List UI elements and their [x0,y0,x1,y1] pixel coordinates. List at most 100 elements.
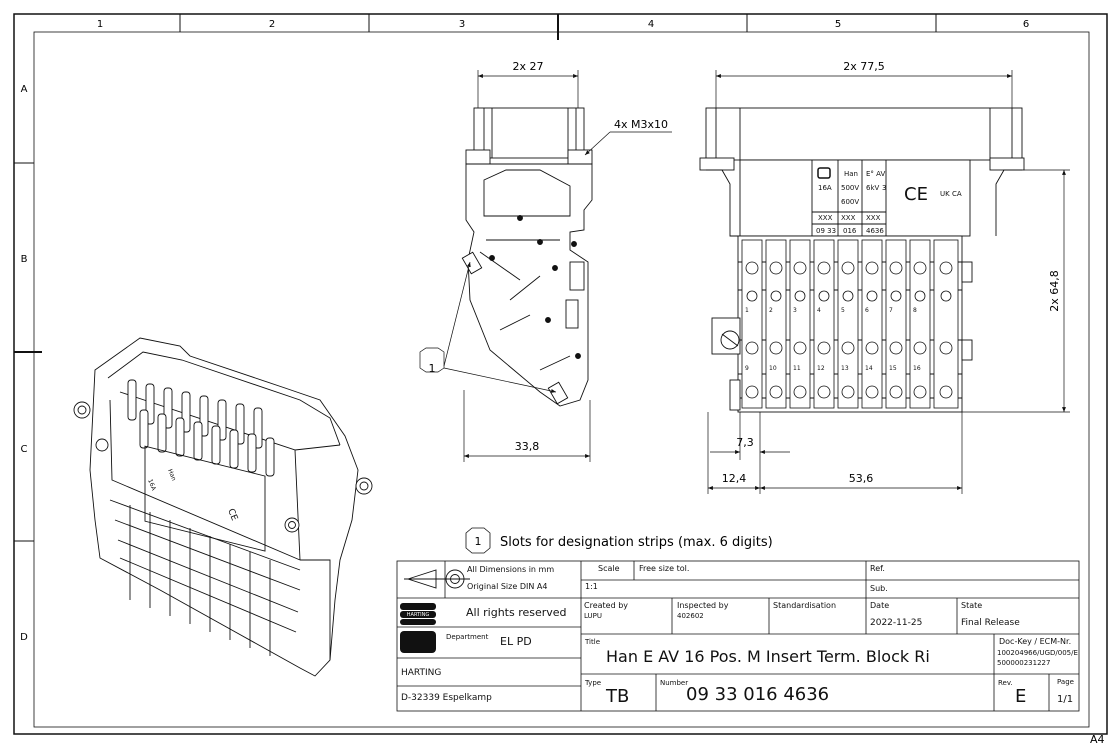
dimension-screw-leader [584,131,672,156]
state-value: Final Release [961,618,1020,628]
column-label: 6 [1023,19,1029,30]
date-value: 2022-11-25 [870,618,923,628]
dim-text-offset-small: 7,3 [736,436,754,449]
frame-column-labels: 1 2 3 4 5 6 [97,19,1029,30]
scale-label: Scale [598,564,620,573]
terminal-number: 16 [913,365,921,372]
terminal-number: 7 [889,307,893,314]
rev-value: E [1015,686,1027,707]
terminal-number: 9 [745,365,749,372]
terminal-number: 12 [817,365,825,372]
terminal-number: 5 [841,307,845,314]
drawing-frame [13,13,1108,735]
sheet-format: A4 [1090,733,1105,746]
rev-label: Rev. [998,679,1013,687]
terminal-column [861,239,883,409]
dimension-top-width-left [477,70,579,108]
harting-logo-text: HARTING [407,612,430,618]
drawing-title: Han E AV 16 Pos. M Insert Term. Block Ri [606,647,930,666]
callout-note-text: Slots for designation strips (max. 6 dig… [500,535,773,550]
tolerance-text: Free size tol. [639,564,690,573]
dimension-side-width [463,390,591,462]
dim-text-top-width-right: 2x 77,5 [843,60,885,73]
column-label: 1 [97,19,103,30]
terminal-column [789,239,811,409]
label-current: 16A [818,184,832,192]
callout-marker-number: 1 [429,362,436,375]
doc-key-value-2: 500000231227 [997,659,1051,667]
created-by-value: LUPU [584,612,603,620]
column-label: 5 [835,19,841,30]
callout-marker [419,261,557,393]
iso-brand-label: Han [166,468,177,482]
doc-key-label: Doc-Key / ECM-Nr. [999,637,1072,646]
frame-row-labels: A B C D [20,84,28,643]
label-number-1: 09 33 [816,227,836,235]
terminal-number: 11 [793,365,801,372]
terminal-number: 1 [745,307,749,314]
terminal-number: 14 [865,365,873,372]
label-pollution: 3 [882,184,886,192]
label-code-3: XXX [866,214,881,222]
label-ce-mark: CE [904,184,928,205]
row-label: B [21,254,28,265]
page-label: Page [1057,678,1074,686]
terminal-column [765,239,787,409]
terminal-number: 13 [841,365,849,372]
terminal-number: 3 [793,307,797,314]
type-label: Type [585,679,602,687]
label-code-2: XXX [841,214,856,222]
terminal-column [813,239,835,409]
dim-text-top-width-left: 2x 27 [512,60,543,73]
side-view [461,107,593,407]
dim-text-height-right: 2x 64,8 [1048,270,1061,312]
terminal-number: 4 [817,307,821,314]
page-value: 1/1 [1057,694,1074,705]
title-label: Title [585,638,601,646]
date-label: Date [870,601,890,610]
sub-label: Sub. [870,584,888,593]
company-address: D-32339 Espelkamp [401,693,492,703]
scale-value: 1:1 [585,582,598,591]
title-block-grid [396,560,1080,712]
dimension-offset-small [710,412,790,460]
row-label: C [21,444,28,455]
label-voltage-1: 500V [841,184,859,192]
callout-note-number: 1 [475,535,482,548]
dim-text-screws: 4x M3x10 [614,118,668,131]
ref-label: Ref. [870,564,885,573]
dim-text-offset-left: 12,4 [722,472,747,485]
column-label: 3 [459,19,465,30]
terminal-number: 6 [865,307,869,314]
label-number-2: 016 [843,227,857,235]
front-terminal-columns [741,239,959,409]
callout-note [465,527,491,554]
department-value: EL PD [500,635,532,648]
created-by-label: Created by [584,601,629,610]
inspected-by-value: 402602 [677,612,704,620]
dim-text-side-width: 33,8 [515,440,540,453]
size-note: Original Size DIN A4 [467,582,548,591]
dimension-height-right [962,169,1070,413]
iso-current-label: 16A [146,478,157,492]
terminal-number: 2 [769,307,773,314]
label-brand: Han [844,170,858,178]
type-value: TB [606,686,630,707]
column-label: 2 [269,19,275,30]
terminal-column [909,239,931,409]
terminal-number: 8 [913,307,917,314]
rights-text: All rights reserved [466,606,567,619]
label-impulse: 6kV [866,184,880,192]
terminal-column [741,239,763,409]
company-name: HARTING [401,668,442,678]
doc-key-value-1: 100204966/UGD/005/E [997,649,1078,657]
dimension-top-width-right [715,70,1013,108]
label-voltage-2: 600V [841,198,859,206]
inspected-by-label: Inspected by [677,601,729,610]
dimension-bottom-span [707,412,963,494]
dim-text-span-bottom: 53,6 [849,472,874,485]
terminal-column [933,239,959,409]
terminal-column [837,239,859,409]
iso-ce-label: CE [225,507,239,522]
